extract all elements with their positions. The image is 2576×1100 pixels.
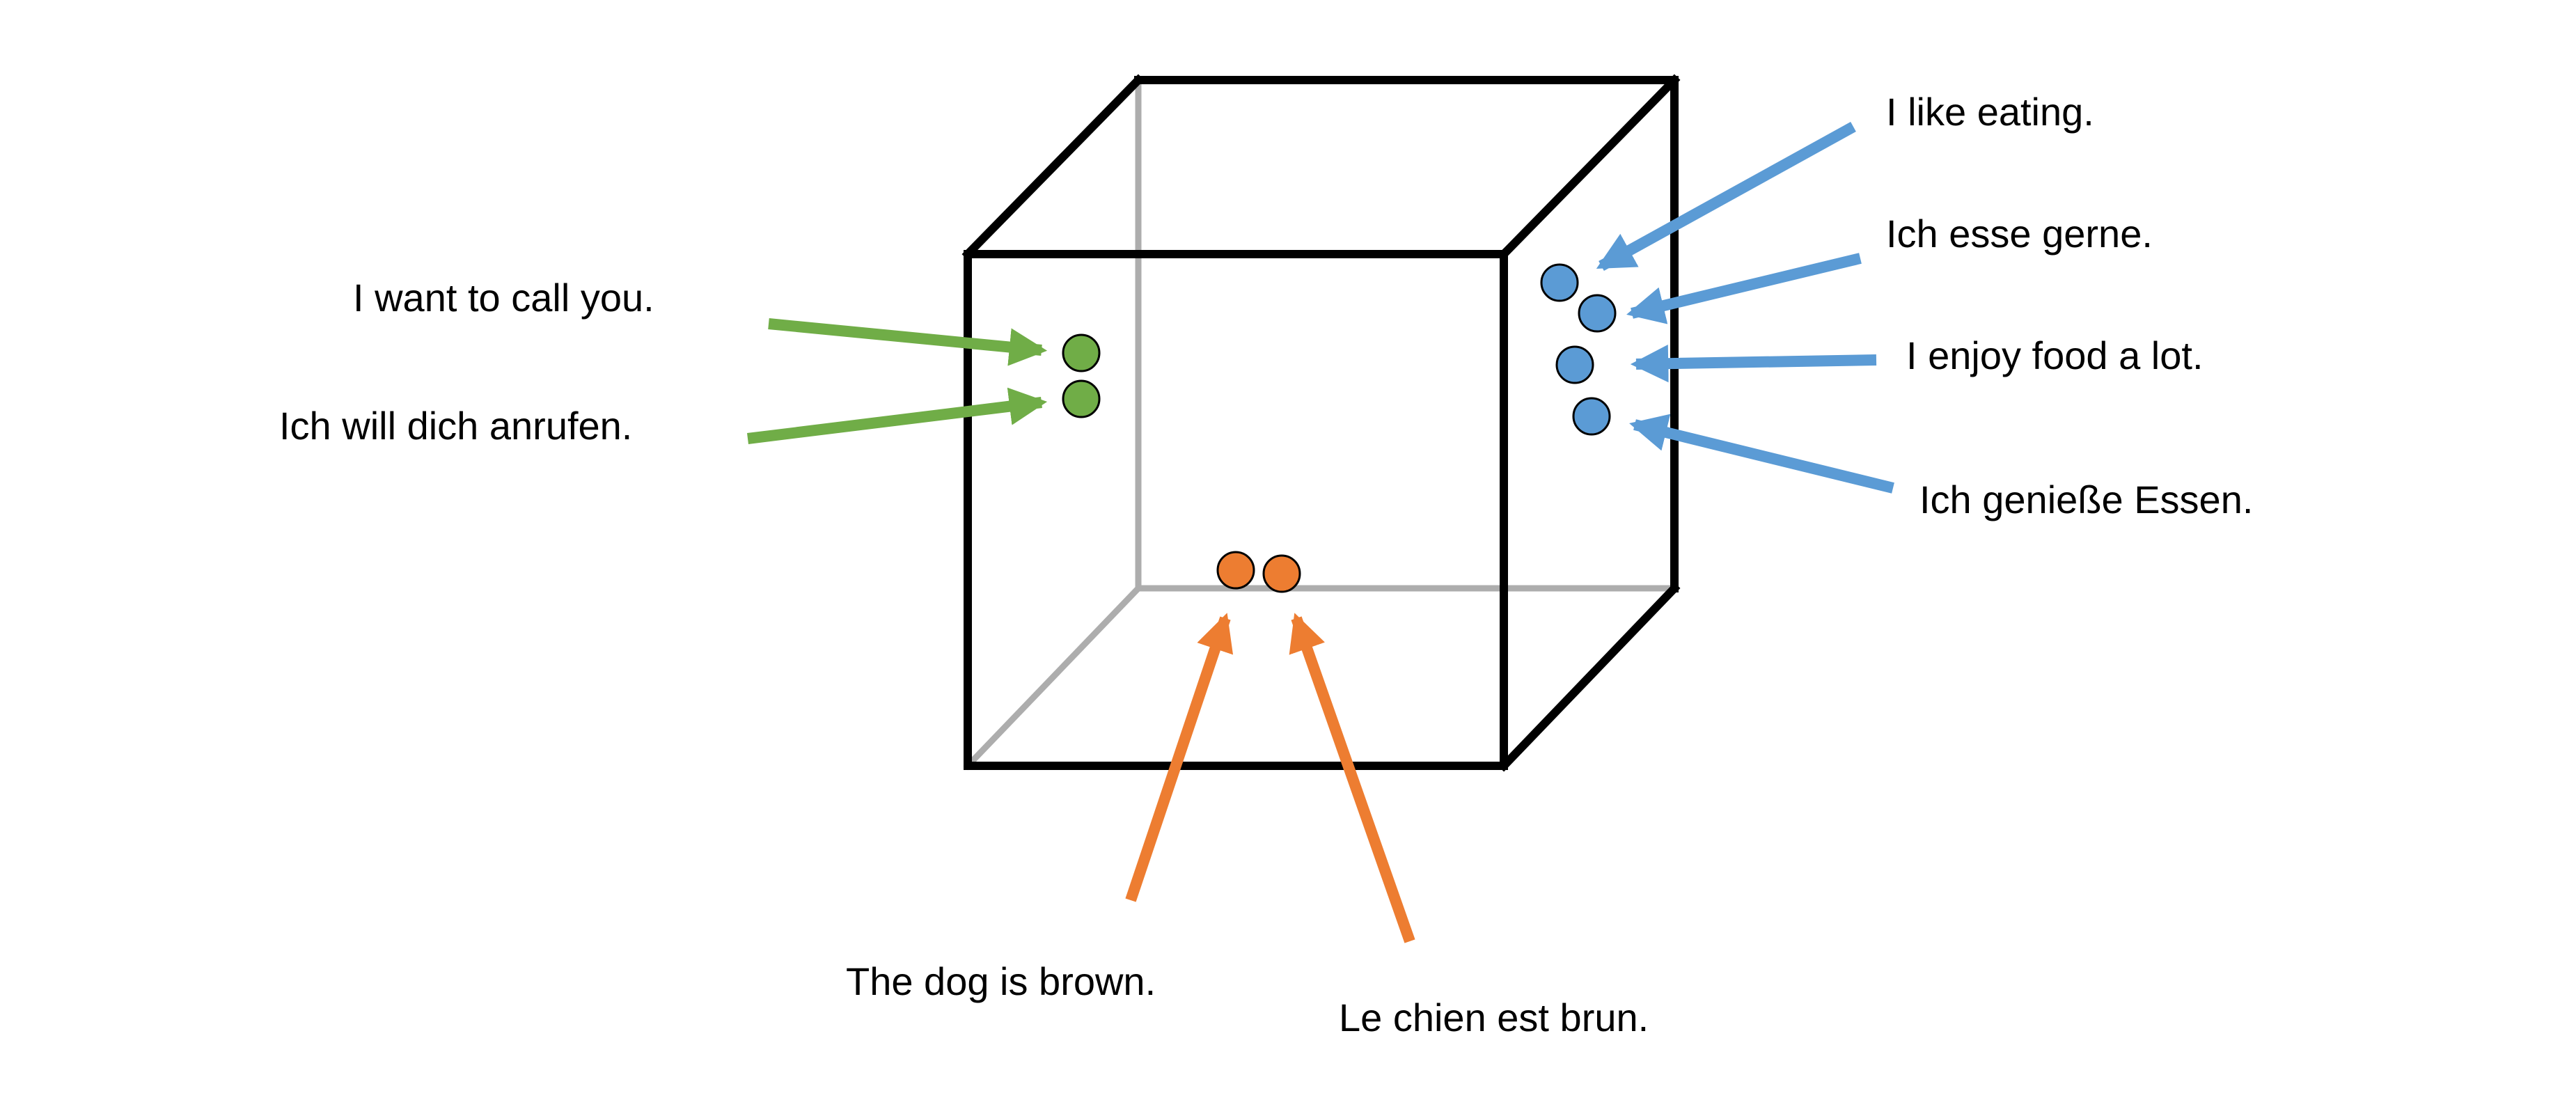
label-dog-en: The dog is brown. bbox=[846, 959, 1156, 1003]
arrow-dog_en bbox=[1125, 613, 1234, 902]
label-eat-en-1: I like eating. bbox=[1886, 90, 2094, 134]
label-eat-de-2: Ich genieße Essen. bbox=[1919, 478, 2254, 521]
embedding-dot-dog bbox=[1262, 554, 1301, 593]
embedding-dot-eat bbox=[1572, 397, 1611, 436]
dots-layer bbox=[1062, 263, 1617, 593]
arrow-dog_fr bbox=[1289, 613, 1415, 943]
embedding-dot-call bbox=[1062, 379, 1101, 418]
arrow-call_de bbox=[747, 387, 1048, 444]
embedding-dot-eat bbox=[1578, 294, 1617, 333]
label-call-en: I want to call you. bbox=[353, 276, 654, 320]
label-dog-fr: Le chien est brun. bbox=[1339, 996, 1649, 1039]
cube-edge-top-right-diagonal bbox=[1498, 74, 1681, 260]
embedding-dot-dog bbox=[1216, 551, 1255, 590]
embedding-dot-call bbox=[1062, 333, 1101, 372]
cube-edge-top-left-diagonal bbox=[961, 74, 1145, 260]
arrow-call_en bbox=[768, 318, 1048, 366]
arrow-eat_en_1 bbox=[1596, 121, 1856, 272]
arrow-eat_en_2 bbox=[1630, 345, 1877, 383]
arrows-layer bbox=[747, 121, 1894, 943]
arrow-eat_de_1 bbox=[1626, 253, 1862, 324]
cube-hidden-edge-bottom-left-diagonal bbox=[963, 583, 1143, 771]
cube-front-face bbox=[964, 250, 1508, 770]
cube bbox=[961, 74, 1681, 772]
cube-edge-bottom-right-diagonal bbox=[1498, 582, 1681, 772]
label-eat-de-1: Ich esse gerne. bbox=[1886, 212, 2153, 256]
embedding-dot-eat bbox=[1540, 263, 1579, 302]
embedding-dot-eat bbox=[1555, 345, 1594, 384]
arrow-eat_de_2 bbox=[1629, 414, 1894, 494]
label-eat-en-2: I enjoy food a lot. bbox=[1906, 333, 2204, 377]
label-call-de: Ich will dich anrufen. bbox=[279, 404, 633, 448]
